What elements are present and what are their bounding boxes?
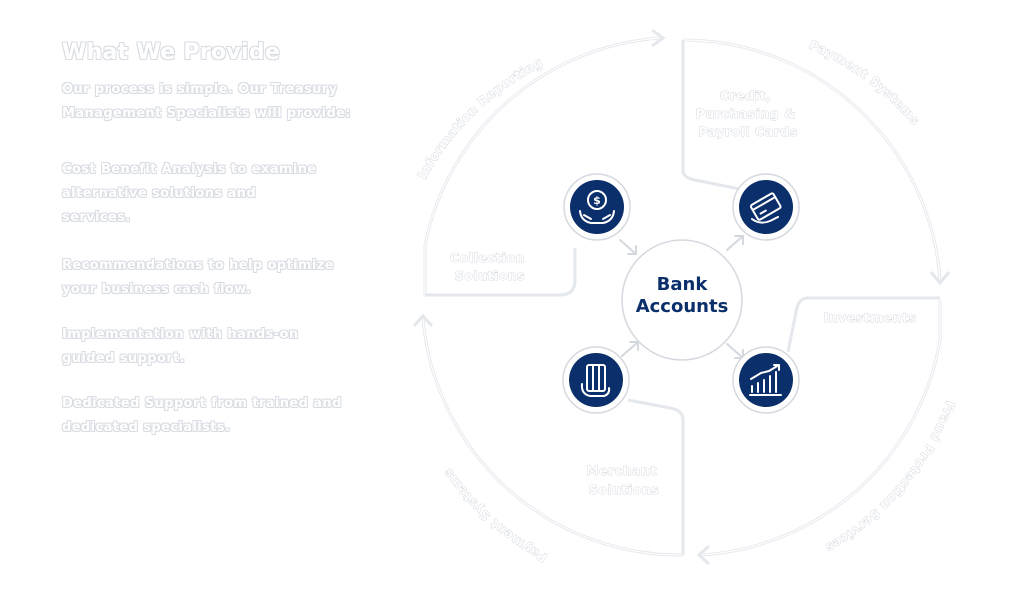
ring-quadrant-top-left — [423, 28, 666, 297]
ring-label-payment-systems-bottom: Payment Systems — [440, 466, 550, 566]
ring-quadrant-top-right — [681, 38, 951, 286]
provide-item-4: Dedicated Support from trained and dedic… — [62, 396, 342, 435]
pointer-arrows — [619, 235, 744, 359]
quadrant-label-merchant: Merchant Solutions — [586, 463, 662, 497]
quadrant-label-credit-cards: Credit, Purchasing & Payroll Cards — [696, 88, 801, 139]
quadrant-label-investments: Investments — [824, 310, 917, 325]
intro-heading: What We Provide — [62, 40, 281, 65]
provide-item-3: Implementation with hands-on guided supp… — [62, 327, 299, 366]
growth-chart-icon — [732, 346, 800, 414]
card-payment-icon — [562, 346, 630, 414]
center-label-line2: Accounts — [636, 296, 729, 317]
center-label-line1: Bank — [657, 274, 709, 295]
ring-quadrant-bottom-left — [412, 313, 685, 557]
intro-panel: What We Provide Our process is simple. O… — [0, 0, 380, 602]
quadrant-label-collection: Collection Solutions — [450, 250, 530, 283]
provide-item-2: Recommendations to help optimize your bu… — [62, 258, 334, 297]
svg-text:$: $ — [593, 194, 601, 207]
dollar-hand-icon: $ — [563, 173, 631, 241]
ring-label-information-reporting: Information Reporting — [414, 55, 545, 182]
ring-label-fraud-protection: Fraud Protection Services — [823, 399, 959, 556]
ring-quadrant-bottom-right — [696, 296, 942, 566]
intro-lead: Our process is simple. Our Treasury Mana… — [62, 82, 351, 121]
center-bank-accounts: Bank Accounts — [621, 239, 743, 361]
provide-item-1: Cost Benefit Analysis to examine alterna… — [62, 162, 317, 225]
card-hand-icon — [732, 173, 800, 241]
